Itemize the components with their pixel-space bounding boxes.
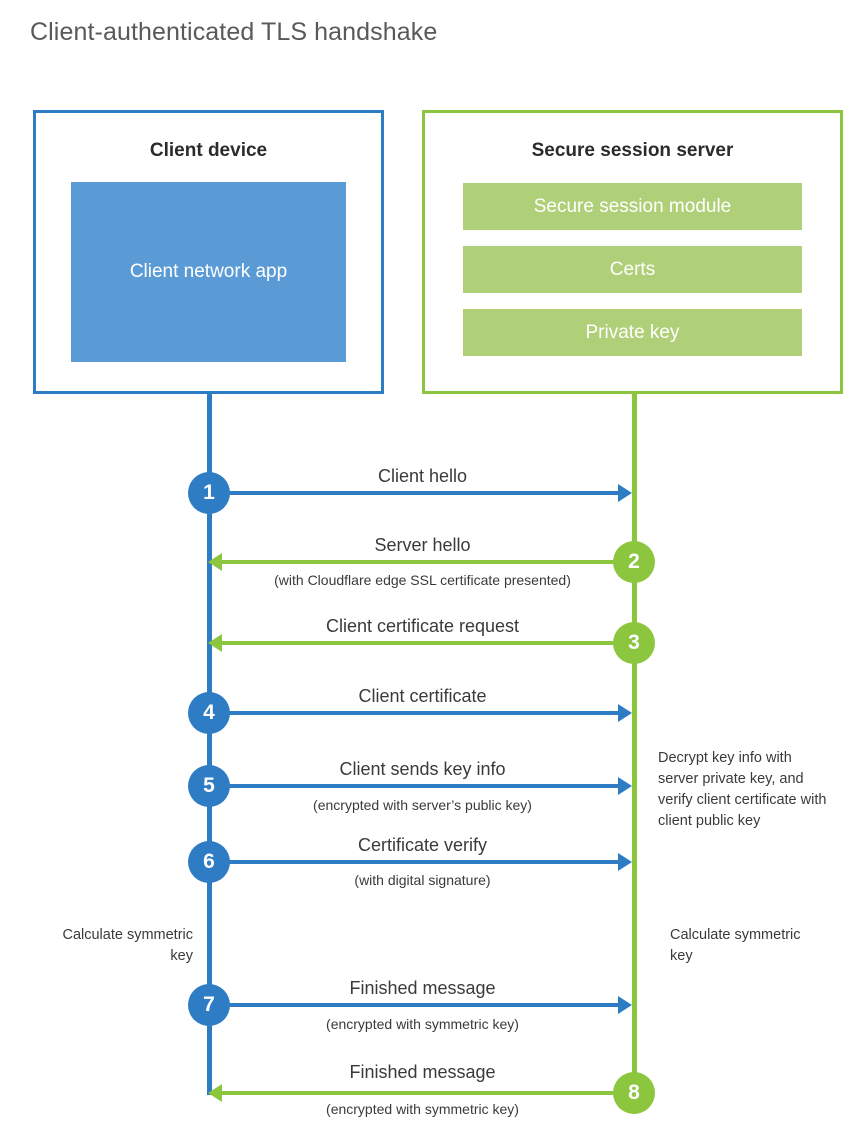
step-4-number-badge: 4 bbox=[188, 692, 230, 734]
step-7-arrow-line bbox=[209, 1003, 618, 1007]
step-5-arrowhead-icon bbox=[618, 777, 632, 795]
step-8-number-badge: 8 bbox=[613, 1072, 655, 1114]
secure-session-server-title: Secure session server bbox=[531, 140, 734, 161]
step-4-arrow-line bbox=[209, 711, 618, 715]
step-2-number-badge: 2 bbox=[613, 541, 655, 583]
step-3-label: Client certificate request bbox=[325, 616, 520, 636]
client-device-title: Client device bbox=[149, 140, 268, 161]
step-7-arrowhead-icon bbox=[618, 996, 632, 1014]
step-6-label: Certificate verify bbox=[357, 835, 488, 855]
server-component-private-key: Private key bbox=[463, 309, 802, 356]
step-2-arrowhead-icon bbox=[208, 553, 222, 571]
server-lifeline bbox=[632, 391, 637, 1093]
step-8-sublabel: (encrypted with symmetric key) bbox=[326, 1101, 519, 1117]
step-7-number-badge: 7 bbox=[188, 984, 230, 1026]
step-5-label: Client sends key info bbox=[339, 759, 506, 779]
step-6-arrow-line bbox=[209, 860, 618, 864]
step-5-sublabel: (encrypted with server’s public key) bbox=[313, 797, 532, 813]
step-5-number-badge: 5 bbox=[188, 765, 230, 807]
step-8-arrow-line bbox=[222, 1091, 633, 1095]
server-component-secure-session-module: Secure session module bbox=[463, 183, 802, 230]
step-2-label: Server hello bbox=[374, 535, 471, 555]
client-lifeline bbox=[207, 391, 212, 1095]
step-3-arrow-line bbox=[222, 641, 633, 645]
step-1-label: Client hello bbox=[377, 466, 468, 486]
step-4-label: Client certificate bbox=[358, 686, 487, 706]
server-calculate-symmetric-key-note: Calculate symmetric key bbox=[670, 927, 801, 965]
server-component-certs: Certs bbox=[463, 246, 802, 293]
step-7-sublabel: (encrypted with symmetric key) bbox=[326, 1016, 519, 1032]
page-title: Client-authenticated TLS handshake bbox=[30, 18, 438, 46]
step-3-number-badge: 3 bbox=[613, 622, 655, 664]
step-5-arrow-line bbox=[209, 784, 618, 788]
step-2-sublabel: (with Cloudflare edge SSL certificate pr… bbox=[274, 572, 571, 588]
step-6-sublabel: (with digital signature) bbox=[354, 872, 491, 888]
client-device-box: Client device Client network app bbox=[33, 110, 384, 394]
step-6-arrowhead-icon bbox=[618, 853, 632, 871]
step-8-label: Finished message bbox=[349, 1062, 496, 1082]
secure-session-server-box: Secure session server Secure session mod… bbox=[422, 110, 843, 394]
step-7-label: Finished message bbox=[349, 978, 496, 998]
server-decrypt-note: Decrypt key info with server private key… bbox=[658, 750, 827, 830]
step-1-arrow-line bbox=[209, 491, 618, 495]
client-calculate-symmetric-key-note: Calculate symmetric key bbox=[62, 927, 193, 965]
step-2-arrow-line bbox=[222, 560, 633, 564]
step-6-number-badge: 6 bbox=[188, 841, 230, 883]
step-4-arrowhead-icon bbox=[618, 704, 632, 722]
client-network-app-box: Client network app bbox=[71, 182, 346, 362]
step-8-arrowhead-icon bbox=[208, 1084, 222, 1102]
step-1-arrowhead-icon bbox=[618, 484, 632, 502]
step-1-number-badge: 1 bbox=[188, 472, 230, 514]
step-3-arrowhead-icon bbox=[208, 634, 222, 652]
